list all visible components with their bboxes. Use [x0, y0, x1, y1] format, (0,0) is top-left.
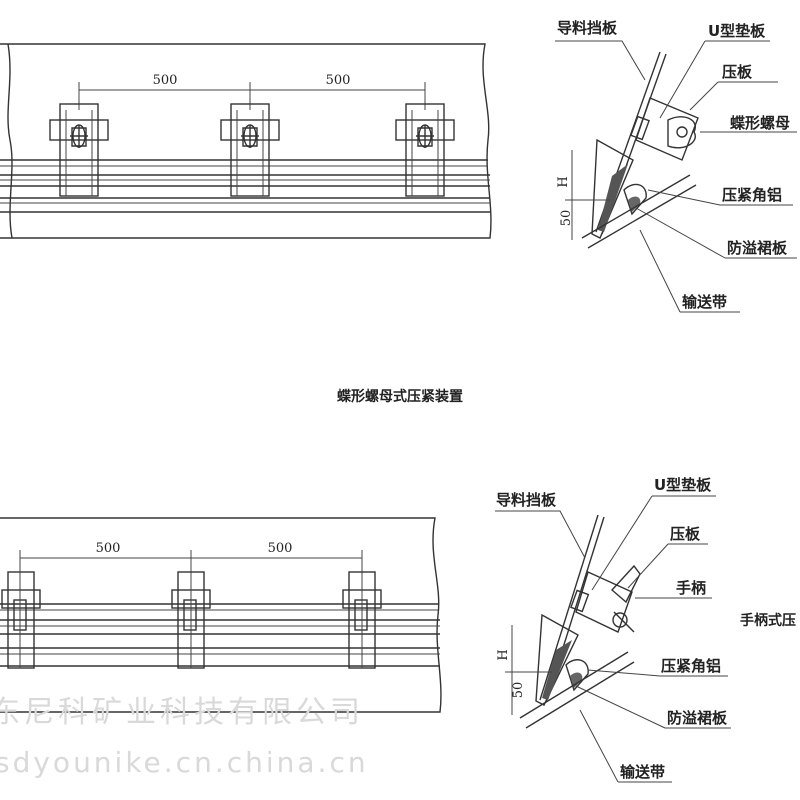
top-label-wing-nut: 蝶形螺母: [730, 114, 790, 132]
top-elevation-drawing: 500 500: [0, 43, 492, 239]
bottom-label-u-washer: U型垫板: [654, 476, 712, 494]
bottom-dim-right: 500: [268, 541, 293, 556]
bottom-label-guide-plate: 导料挡板: [496, 491, 557, 509]
bottom-clamp-unit: [1, 571, 41, 669]
top-label-press-plate: 压板: [722, 63, 753, 81]
watermark-url: sdyounike.cn.china.cn: [0, 746, 369, 779]
bottom-dim-left: 500: [96, 541, 121, 556]
bottom-label-belt: 输送带: [620, 763, 665, 781]
top-dim-50: 50: [559, 210, 574, 227]
bottom-label-angle-clamp: 压紧角铝: [661, 657, 721, 675]
top-dim-left: 500: [153, 73, 178, 88]
top-clamp-unit: [49, 103, 109, 197]
top-caption: 蝶形螺母式压紧装置: [337, 388, 463, 405]
bottom-dim-h: H: [496, 649, 511, 660]
top-label-skirt-board: 防溢裙板: [727, 239, 788, 257]
bottom-caption-partial: 手柄式压: [740, 612, 796, 629]
top-dim-right: 500: [326, 73, 351, 88]
bottom-clamp-unit: [342, 571, 382, 669]
bottom-label-handle: 手柄: [676, 579, 706, 597]
top-dim-h: H: [556, 176, 571, 187]
top-label-u-washer: U型垫板: [708, 22, 766, 40]
bottom-dim-50: 50: [511, 682, 526, 699]
top-label-guide-plate: 导料挡板: [557, 19, 618, 37]
watermark-company: 东尼科矿业科技有限公司: [0, 695, 364, 730]
top-label-angle-clamp: 压紧角铝: [722, 186, 782, 204]
top-label-belt: 输送带: [682, 293, 727, 311]
bottom-clamp-unit: [171, 571, 211, 669]
top-section-drawing: H 50 导料挡板 U型垫板 压板 蝶形螺母 压紧角铝 防溢裙板 输送带: [555, 19, 797, 313]
bottom-label-skirt-board: 防溢裙板: [667, 709, 728, 727]
bottom-label-press-plate: 压板: [670, 525, 701, 543]
top-clamp-unit: [395, 103, 455, 197]
bottom-elevation-drawing: 500 500: [0, 517, 442, 713]
bottom-section-drawing: H 50 导料挡板 U型垫板 压板 手柄 压紧角铝 防溢裙板 输送带: [495, 476, 731, 783]
top-clamp-unit: [220, 103, 280, 197]
